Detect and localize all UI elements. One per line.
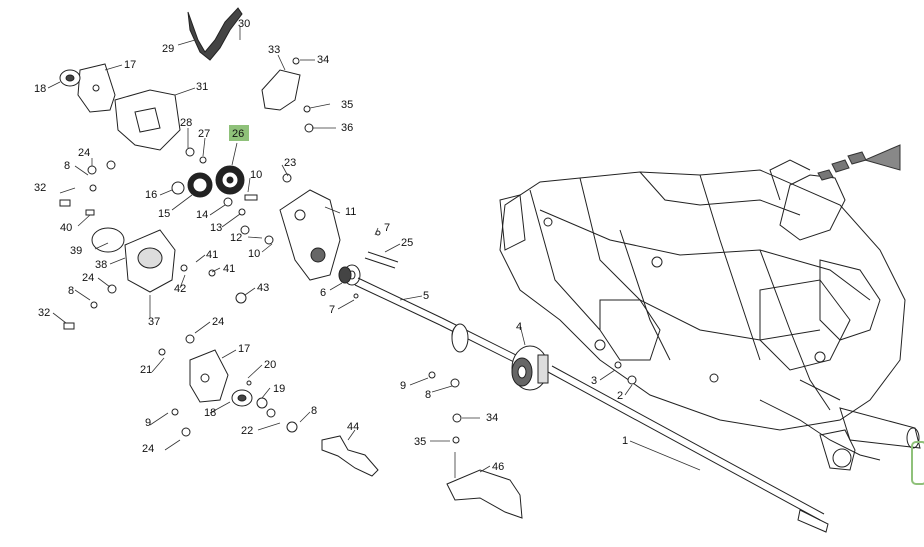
callout-33: 33 [268,44,280,56]
guard-part-46 [446,469,523,519]
callout-11: 11 [345,206,356,218]
callout-18: 18 [34,83,46,95]
cover-part-33 [261,69,301,111]
shafts [343,251,829,533]
callout-9: 9 [145,417,151,429]
disc-part-39 [91,227,125,253]
callout-14: 14 [196,209,208,221]
callout-12: 12 [230,232,242,244]
callout-30: 30 [238,18,250,30]
callout-39: 39 [70,245,82,257]
plate-part-18-top [59,69,81,87]
callout-9: 9 [400,380,406,392]
callout-24: 24 [212,316,224,328]
hub-part-6 [338,266,352,284]
ujoint-part-44 [321,435,379,477]
callout-7: 7 [384,222,390,234]
callout-8: 8 [311,405,317,417]
shield-part-31 [114,89,181,151]
callout-16: 16 [145,189,157,201]
callout-17: 17 [124,59,136,71]
callout-38: 38 [95,259,107,271]
callout-32: 32 [38,307,50,319]
callout-18: 18 [204,407,216,419]
callout-36: 36 [341,122,353,134]
plate-part-11 [279,189,341,281]
callout-24: 24 [142,443,154,455]
callout-8: 8 [64,160,70,172]
callout-13: 13 [210,222,222,234]
callout-26-highlighted: 26 [232,128,244,140]
sprocket-part-15 [187,172,213,198]
housing-part-37 [124,229,176,293]
callout-24: 24 [82,272,94,284]
callout-10: 10 [248,248,260,260]
callout-41: 41 [206,249,218,261]
callout-31: 31 [196,81,208,93]
callout-42: 42 [174,283,186,295]
callout-28: 28 [180,117,192,129]
callout-29: 29 [162,43,174,55]
callout-7: 7 [329,304,335,316]
ring-part-16 [171,181,185,195]
hardware-fasteners [59,57,637,444]
header-frame [499,159,921,471]
callout-labels: 29 30 33 34 17 18 31 35 36 28 27 26 24 8… [34,18,628,473]
highlight-box-26 [229,125,249,141]
callout-37: 37 [148,316,160,328]
callout-6: 6 [320,287,326,299]
chain-part-29 [187,7,243,61]
callout-43: 43 [257,282,269,294]
callout-40: 40 [60,222,72,234]
callout-24: 24 [78,147,90,159]
callout-1: 1 [622,435,628,447]
callout-10: 10 [250,169,262,181]
callout-46: 46 [492,461,504,473]
callout-44: 44 [347,421,359,433]
callout-25: 25 [401,237,413,249]
callout-35: 35 [414,436,426,448]
callout-23: 23 [284,157,296,169]
callout-3: 3 [591,375,597,387]
callout-27: 27 [198,128,210,140]
bracket-part-17-lower [189,349,229,403]
callout-41: 41 [223,263,235,275]
flange-part-4-disc [451,323,469,353]
callout-5: 5 [423,290,429,302]
sprocket-part-26 [215,165,245,195]
callout-32: 32 [34,182,46,194]
plate-part-17-top [77,63,116,113]
gearbox-part-4 [511,345,549,391]
callout-17: 17 [238,343,250,355]
callout-8: 8 [68,285,74,297]
callout-22: 22 [241,425,253,437]
edge-marker [911,441,924,485]
leader-lines [47,27,701,478]
callout-15: 15 [158,208,170,220]
callout-2: 2 [617,390,623,402]
callout-35: 35 [341,99,353,111]
callout-34: 34 [317,54,329,66]
callout-34: 34 [486,412,498,424]
bearing-part-18-lower [231,389,253,407]
callout-8: 8 [425,389,431,401]
callout-21: 21 [140,364,152,376]
callout-19: 19 [273,383,285,395]
direction-arrow [817,144,901,181]
callout-20: 20 [264,359,276,371]
callout-4: 4 [516,321,522,333]
